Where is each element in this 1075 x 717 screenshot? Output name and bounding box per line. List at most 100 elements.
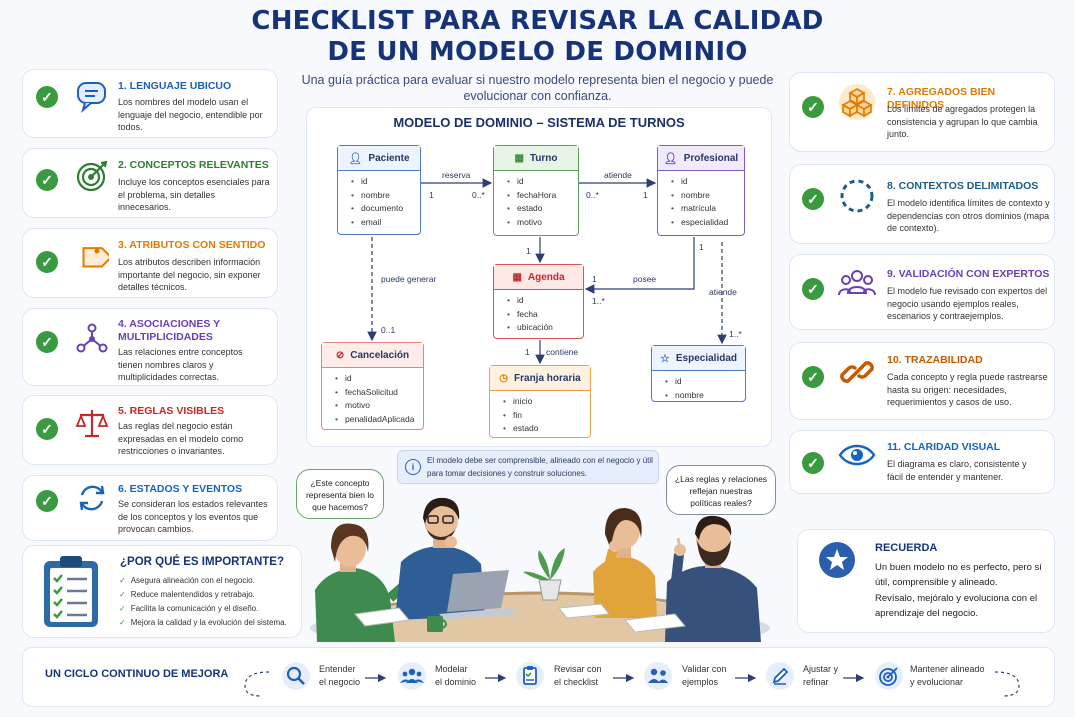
entity-attr: fechaHora [507, 189, 578, 203]
checklist-card-8: ✓ 8. CONTEXTOS DELIMITADOS El modelo ide… [789, 164, 1055, 244]
checklist-title: 11. CLARIDAD VISUAL [887, 441, 1001, 453]
relation-label: puede generar [381, 274, 437, 284]
checklist-card-2: ✓ 2. CONCEPTOS RELEVANTES Incluye los co… [22, 148, 278, 218]
checklist-desc: El diagrama es claro, consistente y fáci… [887, 459, 1027, 482]
check-icon: ✓ [36, 86, 58, 108]
why-item: ✓Mejora la calidad y la evolución del si… [119, 618, 287, 627]
checklist-desc: Los atributos describen información impo… [118, 257, 261, 292]
checklist-card-6: ✓ 6. ESTADOS Y EVENTOS Se consideran los… [22, 475, 278, 541]
entity-attr: id [335, 372, 423, 386]
check-icon: ✓ [36, 331, 58, 353]
speech-bubble-right: ¿Las reglas y relaciones reflejan nuestr… [666, 465, 776, 515]
multiplicity: 0..* [472, 190, 485, 200]
entity-agenda: ▦Agenda id fecha ubicación [493, 264, 584, 339]
chat-bubble-icon [77, 82, 106, 113]
entity-attr: motivo [335, 399, 423, 413]
speech-bubble-left: ¿Este concepto representa bien lo que ha… [296, 469, 384, 519]
checklist-title: 4. ASOCIACIONES Y MULTIPLICIDADES [118, 318, 220, 343]
multiplicity: 0..1 [381, 325, 396, 335]
remember-card: RECUERDA Un buen modelo no es perfecto, … [797, 529, 1055, 633]
small-check-icon: ✓ [119, 604, 126, 613]
small-check-icon: ✓ [119, 618, 126, 627]
cycle-title: UN CICLO CONTINUO DE MEJORA [45, 668, 229, 680]
cycle-arrows-icon [79, 485, 105, 511]
checklist-card-1: ✓ 1. LENGUAJE UBICUO Los nombres del mod… [22, 69, 278, 138]
checklist-desc: Los nombres del modelo usan el lenguaje … [118, 97, 263, 132]
why-important-card: ¿POR QUÉ ES IMPORTANTE? ✓Asegura alineac… [22, 545, 302, 638]
checklist-desc: Las relaciones entre conceptos tienen no… [118, 347, 243, 382]
team-meeting-illustration [310, 497, 770, 642]
entity-attr: fin [503, 409, 590, 423]
entity-attr: motivo [507, 216, 578, 230]
subtitle: Una guía práctica para evaluar si nuestr… [301, 73, 774, 103]
tag-icon [82, 247, 109, 268]
why-title: ¿POR QUÉ ES IMPORTANTE? [120, 556, 284, 568]
checklist-desc: Incluye los conceptos esenciales para el… [118, 177, 270, 212]
multiplicity: 0..* [586, 190, 599, 200]
clock-icon: ◷ [499, 372, 509, 384]
checklist-desc: Los límites de agregados protegen la con… [887, 104, 1038, 139]
bearded-man-figure [665, 515, 761, 642]
checklist-desc: Se consideran los estados relevantes de … [118, 499, 268, 534]
checklist-desc: El modelo fue revisado con expertos del … [887, 286, 1048, 321]
scales-icon [75, 410, 109, 438]
entity-attr: matrícula [671, 202, 744, 216]
multiplicity: 1 [525, 347, 530, 357]
checklist-title: 9. VALIDACIÓN CON EXPERTOS [887, 268, 1050, 280]
laptop-icon [439, 570, 519, 620]
checklist-card-10: ✓ 10. TRAZABILIDAD Cada concepto y regla… [789, 342, 1055, 420]
plant-icon [523, 548, 565, 601]
entity-attr: ubicación [507, 321, 583, 335]
entity-attr: documento [351, 202, 420, 216]
dashed-circle-icon [840, 179, 874, 213]
checklist-card-11: ✓ 11. CLARIDAD VISUAL El diagrama es cla… [789, 430, 1055, 494]
relation-label: atiende [604, 170, 632, 180]
check-icon: ✓ [36, 169, 58, 191]
checklist-title: 7. AGREGADOS BIEN DEFINIDOS [887, 86, 996, 111]
entity-attr: id [351, 175, 420, 189]
woman-right-figure [593, 508, 657, 618]
checklist-title: 5. REGLAS VISIBLES [118, 405, 225, 417]
checklist-desc: Las reglas del negocio están expresadas … [118, 421, 244, 456]
page-title: CHECKLIST PARA REVISAR LA CALIDAD DE UN … [251, 6, 824, 67]
entity-attr: penalidadAplicada [335, 413, 423, 427]
checklist-title: 2. CONCEPTOS RELEVANTES [118, 159, 269, 171]
doctor-icon: 👤︎ [663, 152, 678, 165]
people-icon [398, 662, 426, 690]
entity-attr: email [351, 216, 420, 230]
entity-attr: nombre [665, 389, 745, 403]
entity-attr: inicio [503, 395, 590, 409]
multiplicity: 1..* [592, 296, 605, 306]
checklist-desc: El modelo identifica límites de contexto… [887, 198, 1050, 233]
why-list: ✓Asegura alineación con el negocio. ✓Red… [119, 574, 287, 630]
check-icon: ✓ [36, 251, 58, 273]
entity-cancelacion: ⊘Cancelación id fechaSolicitud motivo pe… [321, 342, 424, 430]
checklist-title: 8. CONTEXTOS DELIMITADOS [887, 180, 1039, 192]
check-icon: ✓ [802, 188, 824, 210]
multiplicity: 1 [699, 242, 704, 252]
check-icon: ✓ [802, 366, 824, 388]
multiplicity: 1 [526, 246, 531, 256]
multiplicity: 1 [429, 190, 434, 200]
remember-text-2: Revísalo, mejóralo y evoluciona con el a… [875, 593, 1038, 619]
check-icon: ✓ [802, 96, 824, 118]
why-item: ✓Facilita la comunicación y el diseño. [119, 604, 259, 613]
info-icon: i [405, 459, 421, 475]
prohibited-icon: ⊘ [335, 349, 345, 361]
checklist-card-3: ✓ 3. ATRIBUTOS CON SENTIDO Los atributos… [22, 228, 278, 298]
magnifier-icon [282, 662, 310, 690]
checklist-title: 3. ATRIBUTOS CON SENTIDO [118, 239, 266, 251]
multiplicity: 1 [592, 274, 597, 284]
checklist-title: 6. ESTADOS Y EVENTOS [118, 483, 243, 495]
relation-label: atiende [709, 287, 737, 297]
check-icon: ✓ [36, 490, 58, 512]
diagram-title: MODELO DE DOMINIO – SISTEMA DE TURNOS [393, 115, 685, 130]
check-icon: ✓ [802, 278, 824, 300]
entity-profesional: 👤︎Profesional id nombre matrícula especi… [657, 145, 745, 236]
eye-icon [838, 444, 876, 466]
entity-attr: id [507, 175, 578, 189]
